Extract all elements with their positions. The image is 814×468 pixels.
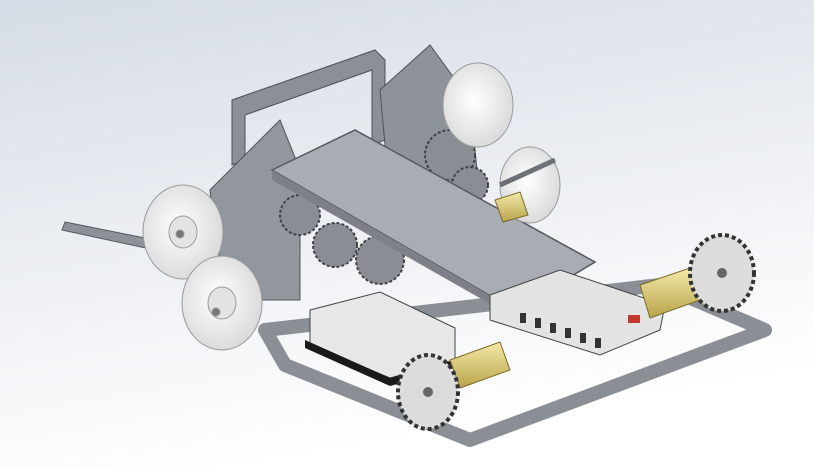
status-led [628,315,640,323]
robot-model [61,44,772,447]
front-wheels [142,184,263,351]
controller-ports [520,313,601,348]
axle [498,157,557,188]
sprocket-hub [423,387,433,397]
sprocket-hub [717,268,727,278]
controller-box [489,269,666,356]
motors [449,191,701,389]
top-plate-edge [272,170,515,318]
